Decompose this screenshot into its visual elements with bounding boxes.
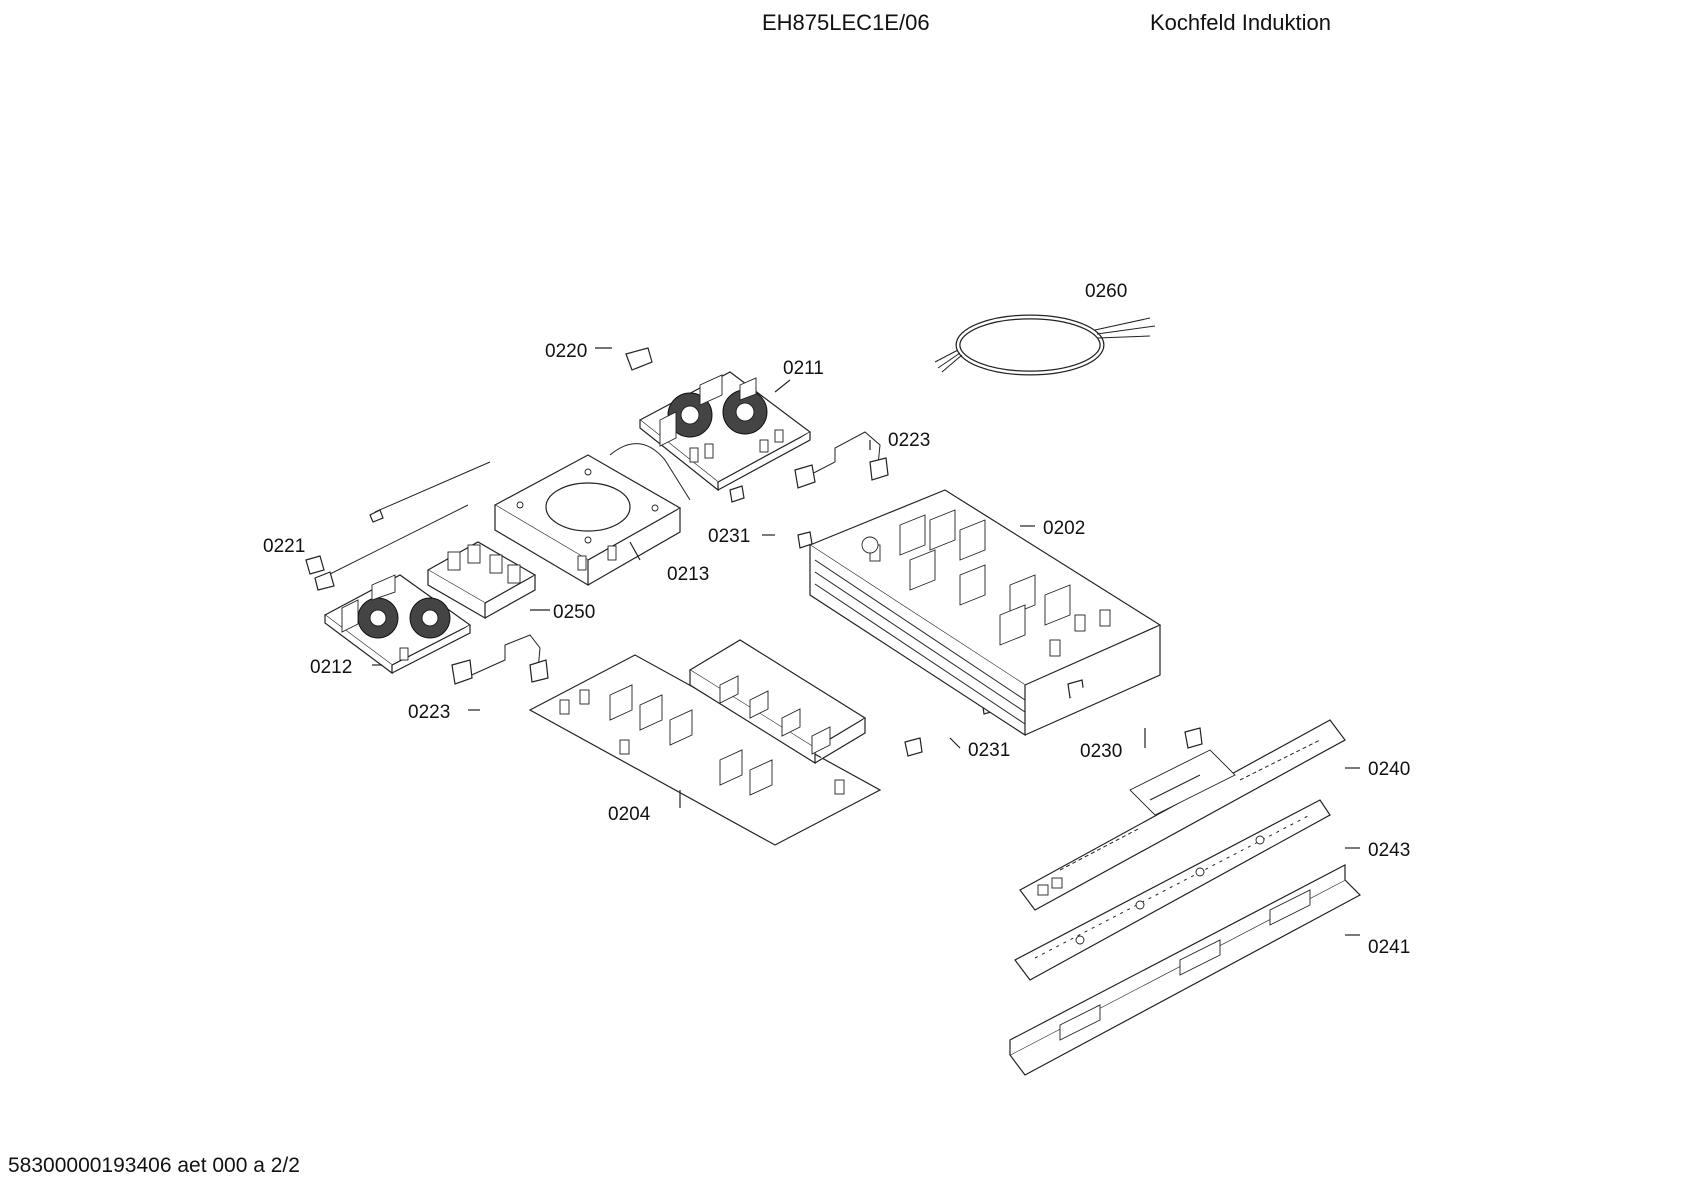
- part-0204-power-board[interactable]: [528, 639, 882, 846]
- part-0243-touch-foil[interactable]: [1014, 799, 1331, 981]
- leader-lines: [372, 347, 1360, 936]
- label-0223-upper: 0223: [888, 430, 930, 451]
- part-0211-filter-board[interactable]: [638, 371, 812, 492]
- label-0213: 0213: [667, 564, 709, 585]
- label-0260: 0260: [1085, 281, 1127, 302]
- part-0202-power-board[interactable]: [808, 489, 1162, 737]
- label-0202: 0202: [1043, 518, 1085, 539]
- appliance-description: Kochfeld Induktion: [1150, 10, 1332, 35]
- label-0250: 0250: [553, 602, 595, 623]
- label-0241: 0241: [1368, 937, 1410, 958]
- label-0231-lower: 0231: [968, 740, 1010, 761]
- label-0243: 0243: [1368, 840, 1410, 861]
- part-0260-power-cable[interactable]: [934, 314, 1156, 376]
- part-0213-induction-coil[interactable]: [493, 443, 691, 587]
- label-0223-lower: 0223: [408, 702, 450, 723]
- part-0223-cable-lower[interactable]: [451, 634, 549, 685]
- model-number: EH875LEC1E/06: [762, 10, 930, 35]
- label-0221: 0221: [263, 536, 305, 557]
- label-0212: 0212: [310, 657, 352, 678]
- part-0212-filter-board[interactable]: [323, 574, 472, 675]
- label-0220: 0220: [545, 341, 587, 362]
- part-0220-wire-harness[interactable]: [305, 347, 653, 575]
- label-0240: 0240: [1368, 759, 1410, 780]
- label-0204: 0204: [608, 804, 651, 825]
- label-0231-upper: 0231: [708, 526, 750, 547]
- part-0250-relay-board[interactable]: [426, 541, 537, 620]
- document-id: 58300000193406 aet 000 a 2/2: [8, 1154, 300, 1177]
- part-0241-control-frame[interactable]: [1009, 864, 1361, 1076]
- part-0240-control-board[interactable]: [1019, 719, 1346, 911]
- part-0231-flat-cable-upper[interactable]: [729, 485, 813, 549]
- label-0211: 0211: [783, 358, 824, 379]
- part-0221-wire-harness[interactable]: [314, 504, 469, 591]
- label-0230: 0230: [1080, 741, 1122, 762]
- part-0223-cable-upper[interactable]: [794, 431, 889, 489]
